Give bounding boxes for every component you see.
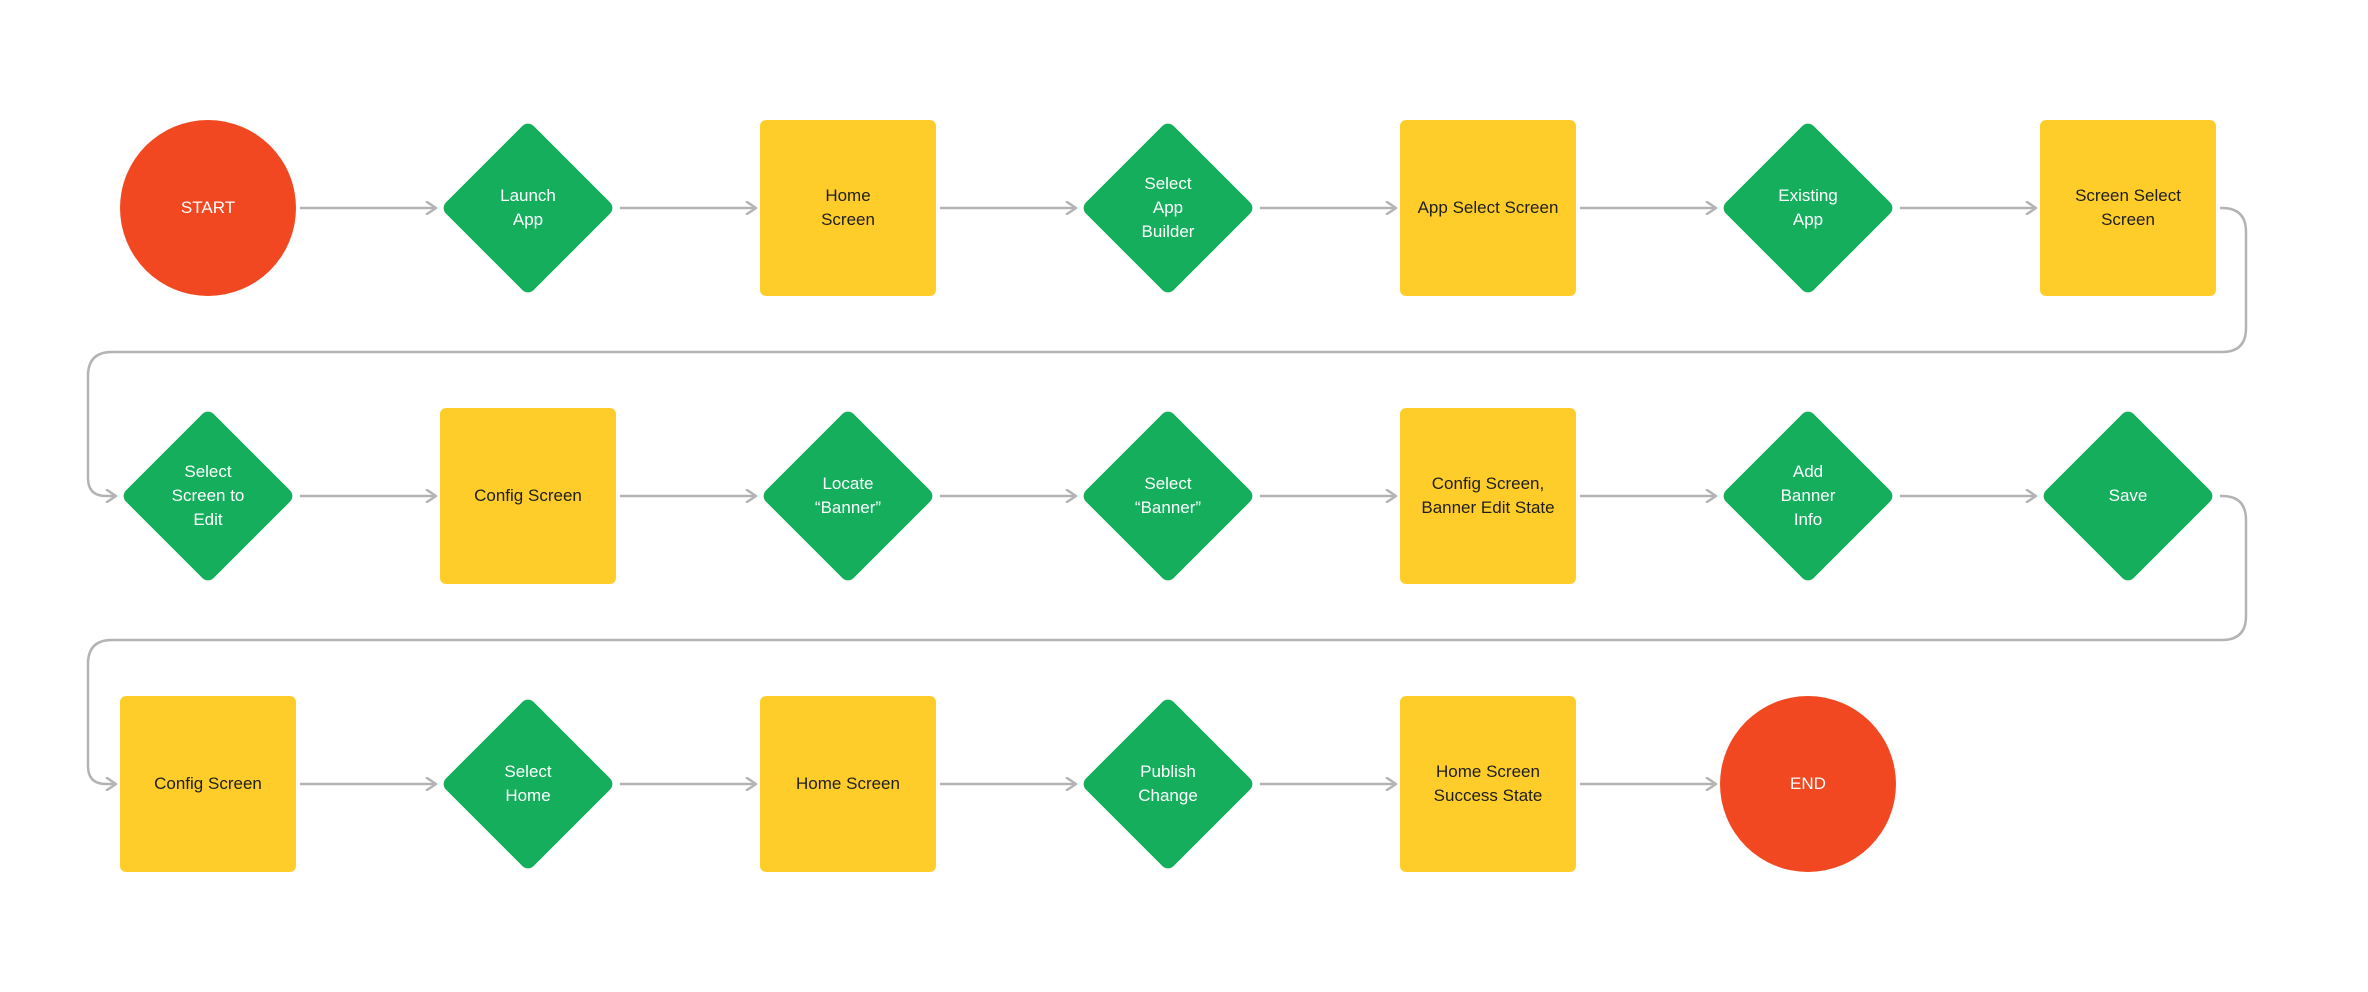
node-home-screen-1: Home Screen (760, 120, 936, 296)
node-screen-select-screen: Screen Select Screen (2040, 120, 2216, 296)
node-label: Save (2108, 486, 2148, 505)
node-label: Launch App (500, 186, 556, 229)
process-shape (1400, 408, 1576, 584)
node-label: Select Home (504, 762, 552, 805)
connector-wrap-arrow (86, 206, 2248, 496)
node-label: Select App Builder (1141, 174, 1195, 241)
node-label: Screen Select Screen (2075, 186, 2181, 229)
node-home-screen-2: Home Screen (760, 696, 936, 872)
node-label: Add Banner Info (1780, 462, 1836, 529)
process-shape (760, 696, 936, 872)
process-shape (760, 120, 936, 296)
node-select-screen-to-edit: Select Screen to Edit (120, 408, 296, 584)
process-shape (120, 696, 296, 872)
node-label: START (180, 198, 236, 217)
node-label: Publish Change (1138, 762, 1198, 805)
node-launch-app: Launch App (440, 120, 616, 296)
node-select-home: Select Home (440, 696, 616, 872)
node-label: Locate “Banner” (814, 474, 882, 517)
terminal-shape (1720, 696, 1896, 872)
connector-wrap-arrow (86, 494, 2248, 784)
node-label: Config Screen, Banner Edit State (1421, 474, 1555, 517)
node-label: Home Screen Success State (1433, 762, 1543, 805)
node-save: Save (2040, 408, 2216, 584)
process-shape (1400, 696, 1576, 872)
node-config-screen-banner-edit: Config Screen, Banner Edit State (1400, 408, 1576, 584)
process-shape (1400, 120, 1576, 296)
node-start: START (120, 120, 296, 296)
node-end: END (1720, 696, 1896, 872)
node-home-screen-success: Home Screen Success State (1400, 696, 1576, 872)
node-label: Home Screen (796, 774, 900, 793)
node-label: END (1790, 774, 1826, 793)
node-locate-banner: Locate “Banner” (760, 408, 936, 584)
node-label: App Select Screen (1417, 198, 1559, 217)
node-config-screen-2: Config Screen (120, 696, 296, 872)
node-label: Config Screen (474, 486, 582, 505)
node-label: Home Screen (821, 186, 875, 229)
node-label: Existing App (1778, 186, 1838, 229)
node-label: Select Screen to Edit (171, 462, 245, 529)
node-add-banner-info: Add Banner Info (1720, 408, 1896, 584)
node-config-screen-1: Config Screen (440, 408, 616, 584)
process-shape (440, 408, 616, 584)
process-shape (2040, 120, 2216, 296)
node-existing-app: Existing App (1720, 120, 1896, 296)
node-label: Select “Banner” (1134, 474, 1202, 517)
node-select-banner: Select “Banner” (1080, 408, 1256, 584)
node-label: Config Screen (154, 774, 262, 793)
node-publish-change: Publish Change (1080, 696, 1256, 872)
node-app-select-screen: App Select Screen (1400, 120, 1576, 296)
terminal-shape (120, 120, 296, 296)
node-select-app-builder: Select App Builder (1080, 120, 1256, 296)
